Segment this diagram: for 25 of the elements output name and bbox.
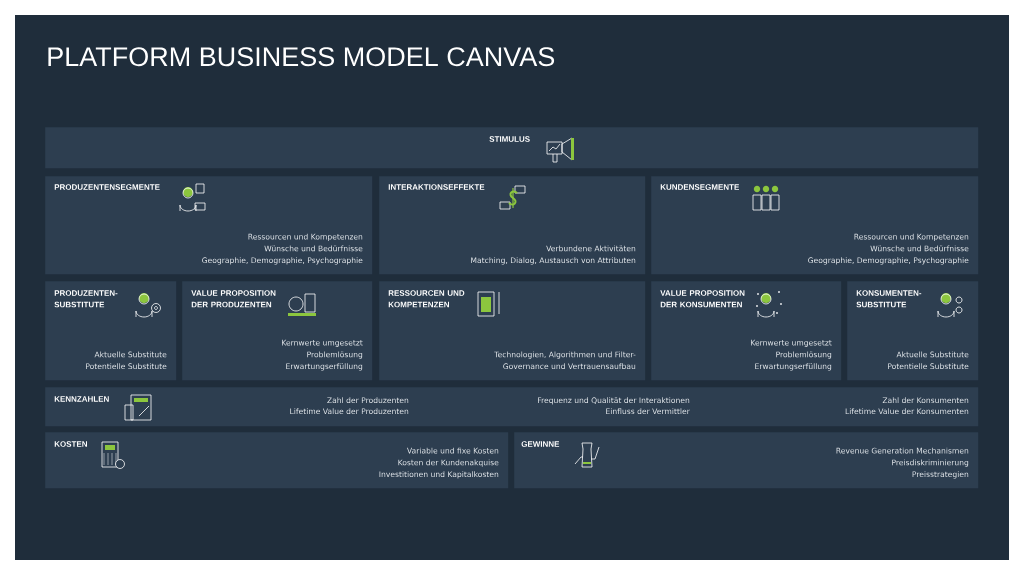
box-heading: STIMULUS [489,136,530,142]
canvas-box [45,176,373,275]
box-heading: GEWINNE [521,441,560,447]
box-heading: INTERAKTIONSEFFEKTE [388,184,485,190]
canvas-box [182,281,373,381]
box-heading: RESSOURCEN UND KOMPETENZEN [388,290,465,308]
canvas-box [847,281,979,381]
canvas-box [45,127,979,169]
box-heading: KENNZAHLEN [54,396,109,402]
canvas-box [651,176,979,275]
box-heading: PRODUZENTENSEGMENTE [54,184,160,190]
canvas-box [514,432,979,489]
box-heading: KUNDENSEGMENTE [660,184,739,190]
box-heading: VALUE PROPOSITION DER KONSUMENTEN [660,290,745,308]
canvas-box [45,281,177,381]
box-heading: PRODUZENTEN-SUBSTITUTE [54,290,118,308]
box-heading: KONSUMENTEN-SUBSTITUTE [856,290,922,308]
slide-title: PLATFORM BUSINESS MODEL CANVAS [48,47,555,67]
canvas-box [45,432,509,489]
canvas-box [651,281,842,381]
box-heading: KOSTEN [54,441,87,447]
canvas-box [45,387,979,427]
canvas-box [379,176,646,275]
box-heading: VALUE PROPOSITION DER PRODUZENTEN [191,290,276,308]
canvas-box [379,281,646,381]
